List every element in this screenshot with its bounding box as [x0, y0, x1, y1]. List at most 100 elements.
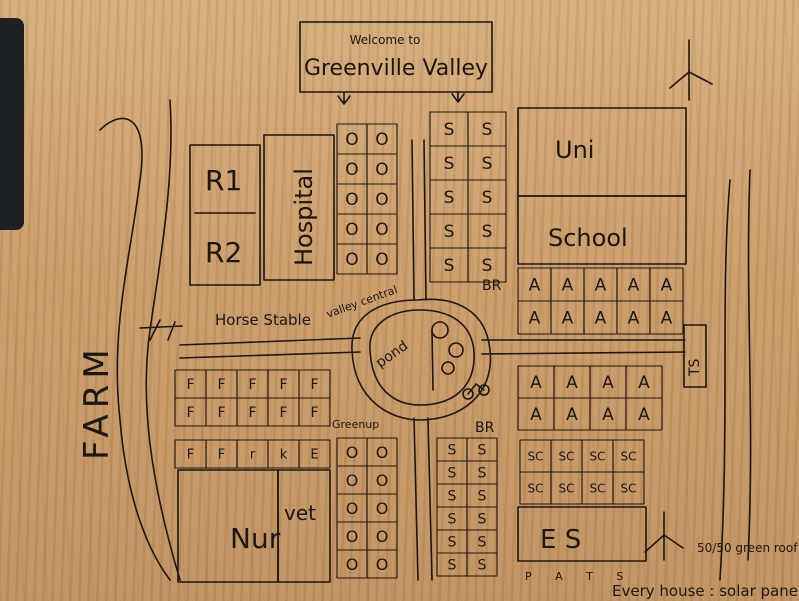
plot-cell-label: O [375, 160, 388, 180]
plot-cell-label: O [346, 471, 359, 490]
plot-cell [467, 247, 507, 283]
plot-cell-label: O [346, 527, 359, 546]
plot-cell-label: O [375, 130, 388, 150]
plot-cell-label: O [375, 250, 388, 270]
es-block [517, 506, 647, 562]
plot-cell-label: S [444, 120, 455, 140]
residential-block-r [189, 144, 261, 286]
plot-cell-label: S [478, 535, 487, 551]
plot-cell-label: A [628, 309, 640, 329]
plot-cell-label: SC [559, 449, 575, 463]
plot-cell [298, 439, 331, 469]
plot-cell-label: S [482, 256, 493, 276]
plot-cell-label: SC [559, 481, 575, 495]
plot-cell-label: r [250, 448, 256, 463]
bicycle-icon [462, 383, 490, 400]
plot-cell-label: A [602, 373, 614, 393]
plot-cell-label: F [310, 377, 318, 393]
plot-cell-label: O [376, 555, 389, 574]
plot-cell-label: SC [621, 449, 637, 463]
plot-cell-label: S [478, 466, 487, 482]
hospital-block [263, 134, 335, 281]
r2-label: R2 [205, 236, 242, 269]
school-label: School [548, 224, 628, 252]
plot-cell [649, 300, 684, 335]
pond-label: pond [373, 338, 411, 371]
plot-cell-label: A [595, 276, 607, 296]
plot-cell-label: F [248, 405, 256, 421]
roads [179, 139, 686, 581]
plot-cell-label: S [482, 154, 493, 174]
plot-cell-label: O [345, 220, 358, 240]
plot-cell-label: O [345, 250, 358, 270]
plot-cell-label: S [478, 489, 487, 505]
every-house-note: Every house : solar panel [612, 582, 799, 600]
br-bottom-label: BR [475, 420, 495, 436]
uni-block [517, 107, 687, 197]
plot-cell-label: S [482, 222, 493, 242]
plot-cell-label: O [346, 555, 359, 574]
plot-cell-label: O [346, 443, 359, 462]
tree-icon [431, 321, 464, 375]
plot-cell-label: O [376, 471, 389, 490]
plot-cell-label: SC [590, 481, 606, 495]
plot-cell-label: A [628, 276, 640, 296]
plot-cell-label: SC [528, 449, 544, 463]
plot-cell-label: F [217, 405, 225, 421]
plot-cell [466, 552, 498, 577]
plot-cell-label: S [482, 120, 493, 140]
plot-cell-label: O [376, 443, 389, 462]
es-label: E S [540, 525, 581, 555]
vet-label: vet [284, 501, 316, 525]
plot-cell-label: E [310, 448, 318, 463]
plot-cell-label: S [448, 558, 457, 574]
plot-cell-label: S [444, 154, 455, 174]
plot-cell-label: A [530, 373, 542, 393]
plot-cell-label: k [280, 448, 288, 463]
plot-cell-label: O [375, 220, 388, 240]
plot-cell-label: F [186, 377, 194, 393]
sign-line1: Welcome to [350, 33, 421, 47]
horse-stable-label: Horse Stable [215, 311, 311, 329]
plot-cell-label: F [310, 405, 318, 421]
plot-cell [366, 243, 398, 275]
plot-cell-label: A [530, 405, 542, 425]
plot-cell-label: S [482, 188, 493, 208]
ts-label: TS [687, 358, 703, 377]
vet-block [277, 469, 331, 583]
plot-cell-label: S [444, 256, 455, 276]
sign-line2: Greenville Valley [304, 56, 488, 81]
plot-cell-label: F [279, 377, 287, 393]
farm-boundary [99, 99, 752, 581]
plot-cell-label: O [376, 527, 389, 546]
plot-cell-label: F [218, 448, 225, 463]
plot-cell [298, 397, 331, 427]
plot-cell [612, 471, 645, 505]
br-top-label: BR [482, 278, 502, 294]
uni-label: Uni [555, 136, 594, 164]
plot-cell-label: A [661, 309, 673, 329]
r1-label: R1 [205, 164, 242, 197]
plot-cell-label: A [638, 405, 650, 425]
phone-edge [0, 18, 24, 230]
plot-cell-label: S [444, 222, 455, 242]
plot-cell-label: A [562, 309, 574, 329]
plot-cell-label: F [186, 405, 194, 421]
plot-cell-label: O [375, 190, 388, 210]
plot-cell-label: SC [621, 481, 637, 495]
plot-cell-label: O [345, 130, 358, 150]
plot-cell-label: A [595, 309, 607, 329]
plot-cell-label: S [444, 188, 455, 208]
school-block [517, 195, 687, 265]
plot-cell-label: F [187, 448, 194, 463]
plot-cell-label: S [448, 535, 457, 551]
plot-cell-label: O [376, 499, 389, 518]
plot-cell-label: O [346, 499, 359, 518]
plot-cell-label: A [602, 405, 614, 425]
